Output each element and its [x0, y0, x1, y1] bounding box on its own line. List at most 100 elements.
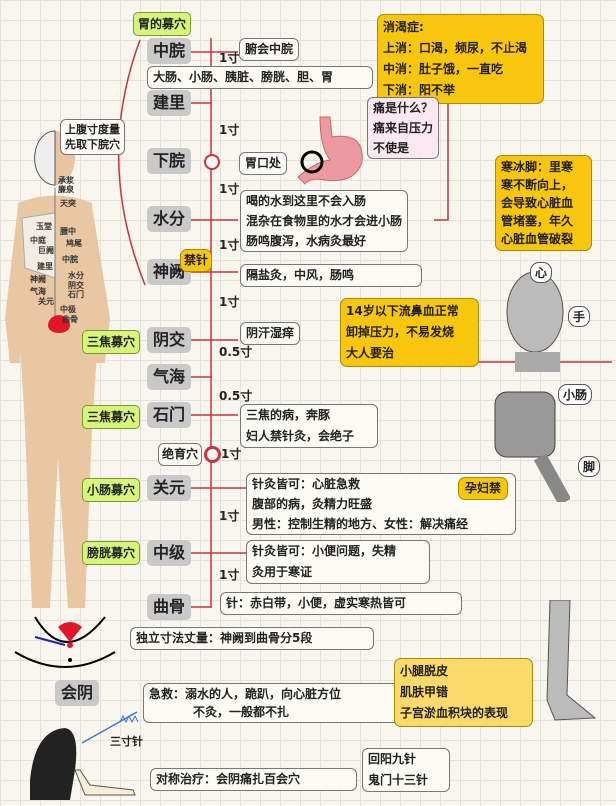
note-first-aid: 急救：溺水的人，跪趴，向心脏方位不灸，一般都不扎 [143, 683, 403, 723]
cun-label: 0.5寸 [219, 389, 253, 403]
note-zhongji: 针灸皆可：小便问题，失精灸用于寒证 [246, 540, 430, 584]
figure-label: 中庭 [30, 236, 46, 245]
figure-label: 中脘 [62, 255, 78, 264]
mu-label-sanjiao: 三焦募穴 [82, 330, 141, 354]
note-needle-methods: 回阳九针鬼门十三针 [362, 748, 450, 792]
note-organs: 大肠、小肠、胰脏、膀胱、胆、胃 [147, 66, 373, 89]
organ-label: 心 [530, 262, 553, 283]
note-nosebleed: 14岁以下流鼻血正常卸掉压力，不易发烧大人要治 [340, 298, 479, 367]
cun-label: 1寸 [219, 568, 240, 582]
point-shuifen[interactable]: 水分 [147, 206, 191, 232]
note-line: 心脏血管破裂 [501, 232, 574, 246]
kneeling-figure-illustration [30, 711, 139, 800]
note-line: 管堵塞，年久 [501, 214, 574, 228]
cun-label: 0.5寸 [219, 345, 253, 359]
note-line: 肠鸣腹泻，水病灸最好 [246, 234, 367, 248]
no-needle-badge: 禁针 [180, 249, 213, 272]
cun-label: 1寸 [219, 51, 240, 65]
figure-label: 石门 [68, 290, 84, 299]
note-line: 混杂在食物里的水才会进小肠 [246, 214, 403, 228]
upper-abdomen-note: 上腹寸度量先取下脘穴 [60, 119, 125, 155]
point-zhongji[interactable]: 中级 [147, 540, 191, 566]
organ-label: 脚 [578, 456, 601, 477]
figure-label: 中极 [60, 305, 76, 314]
organ-label: 小肠 [558, 384, 593, 405]
point-jianli[interactable]: 建里 [147, 90, 191, 116]
mu-label-bladder: 膀胱募穴 [82, 541, 141, 565]
figure-label: 气海 [30, 287, 46, 296]
note-line: 喝的水到这里不会入肠 [246, 194, 367, 208]
note-line: 消渴症: [383, 20, 424, 34]
mu-label-sanjiao: 三焦募穴 [82, 405, 141, 429]
figure-label: 承浆 [58, 176, 74, 185]
point-shimen[interactable]: 石门 [147, 402, 191, 428]
note-line: 针灸皆可：心脏急救 [252, 477, 361, 491]
point-qugu[interactable]: 曲骨 [147, 594, 191, 620]
note-yinjiao: 阴汗湿痒 [240, 322, 301, 345]
mu-label-small-intestine: 小肠募穴 [82, 478, 141, 502]
cun-label: 1寸 [219, 182, 240, 196]
note-line: 痛来自压力 [373, 121, 434, 135]
note-diabetes: 消渴症: 上消：口渴，频尿，不止渴中消：肚子饿，一直吃下消：阳不举 [377, 14, 544, 104]
note-line: 下消：阳不举 [383, 83, 456, 97]
figure-label: 建里 [37, 262, 53, 271]
note-line: 肌肤甲错 [400, 685, 449, 699]
heart-marker-icon [48, 315, 70, 333]
note-cold-feet: 寒冰脚：里寒寒不断向上，会导致心脏血管堵塞，年久心脏血管破裂 [495, 155, 592, 251]
figure-label: 水分 [68, 271, 84, 280]
note-measurement: 独立寸法丈量：神阙到曲骨分5段 [130, 627, 374, 650]
cun-label: 1寸 [219, 509, 240, 523]
note-line: 大人要治 [346, 346, 395, 360]
pregnancy-forbidden-badge: 孕妇禁 [458, 477, 509, 500]
note-line: 回阳九针 [368, 752, 417, 766]
figure-label: 鸠尾 [66, 239, 82, 248]
heart-intestine-illustration [494, 271, 570, 502]
point-zhongwan[interactable]: 中脘 [147, 38, 191, 64]
point-huiyin[interactable]: 会阴 [55, 680, 99, 706]
note-line: 三焦的病，奔豚 [246, 408, 331, 422]
note-line: 小腿脱皮 [400, 664, 449, 678]
note-calf-skin: 小腿脱皮肌肤甲错子宫淤血积块的表现 [394, 658, 533, 727]
note-line: 灸用于寒证 [252, 565, 313, 579]
note-line: 寒冰脚：里寒 [501, 160, 574, 174]
figure-label: 膻中 [60, 227, 76, 236]
figure-label: 关元 [38, 297, 54, 306]
point-xiawan[interactable]: 下脘 [147, 148, 191, 174]
note-line: 中消：肚子饿，一直吃 [383, 62, 504, 76]
perineum-illustration [14, 616, 116, 668]
point-yinjiao[interactable]: 阴交 [147, 327, 191, 353]
xiawan-marker [204, 154, 220, 170]
note-pain: 痛是什么？痛来自压力不使是 [367, 97, 440, 159]
note-shimen: 三焦的病，奔豚妇人禁针灸，会绝子 [240, 404, 378, 448]
cun-label: 1寸 [221, 447, 242, 461]
organ-label: 手 [568, 306, 591, 327]
figure-label: 曲骨 [62, 315, 78, 324]
stomach-illustration [297, 116, 363, 185]
note-shenque: 隔盐灸，中风，肠鸣 [240, 264, 422, 287]
note-line: 男性：控制生精的地方、女性：解决痛经 [252, 517, 469, 531]
cun-label: 1寸 [219, 238, 240, 252]
note-zhongwan: 腑会中脘 [239, 38, 300, 61]
note-symmetric: 对称治疗：会阴痛扎百会穴 [150, 768, 357, 791]
note-line: 鬼门十三针 [368, 773, 429, 787]
figure-label: 天突 [60, 199, 76, 208]
note-weikou: 胃口处 [239, 152, 288, 175]
note-line: 14岁以下流鼻血正常 [346, 304, 459, 318]
note-line: 上消：口渴，频尿，不止渴 [383, 41, 528, 55]
point-guanyuan[interactable]: 关元 [147, 475, 191, 501]
point-qihai[interactable]: 气海 [147, 364, 191, 390]
note-line: 妇人禁针灸，会绝子 [246, 429, 355, 443]
figure-label: 神阙 [30, 275, 46, 284]
note-jueyu: 绝育穴 [158, 443, 203, 466]
note-line: 子宫淤血积块的表现 [400, 706, 509, 720]
cun-label: 1寸 [219, 295, 240, 309]
figure-label: 玉堂 [36, 222, 52, 231]
three-cun-needle-label: 三寸针 [110, 735, 143, 748]
note-qugu: 针：赤白带，小便，虚实寒热皆可 [220, 592, 462, 615]
note-line: 寒不断向上， [501, 178, 574, 192]
note-line: 急救：溺水的人，跪趴，向心脏方位 [149, 687, 342, 701]
point-shenque[interactable]: 神阙 [147, 259, 191, 285]
jueyu-marker [204, 446, 221, 463]
